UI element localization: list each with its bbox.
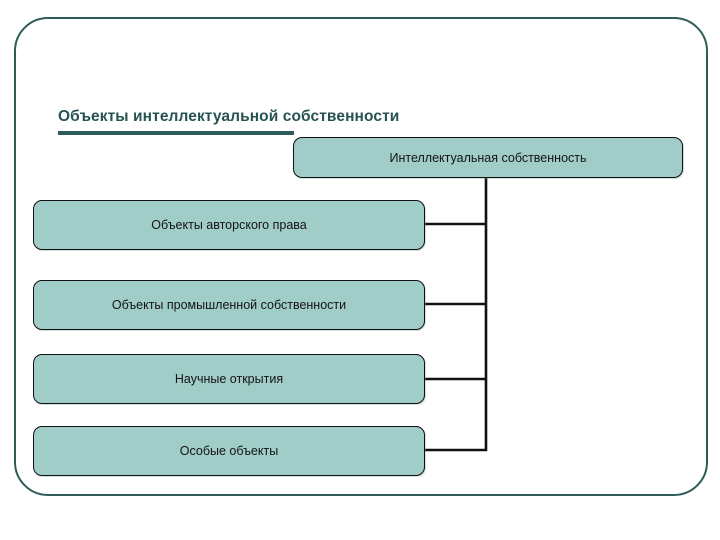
node-root-label: Интеллектуальная собственность bbox=[389, 150, 587, 165]
node-child-copyright-objects[interactable]: Объекты авторского права bbox=[33, 200, 425, 250]
node-child-2-label: Объекты промышленной собственности bbox=[111, 298, 347, 312]
node-child-special-objects[interactable]: Особые объекты bbox=[33, 426, 425, 476]
node-child-industrial-property-objects[interactable]: Объекты промышленной собственности bbox=[33, 280, 425, 330]
node-child-4-label: Особые объекты bbox=[179, 444, 279, 458]
node-root-intellectual-property[interactable]: Интеллектуальная собственность bbox=[293, 137, 683, 178]
node-child-1-label: Объекты авторского права bbox=[151, 218, 307, 232]
page-title: Объекты интеллектуальной собственности bbox=[58, 108, 400, 125]
node-child-3-label: Научные открытия bbox=[174, 372, 284, 386]
node-child-scientific-discoveries[interactable]: Научные открытия bbox=[33, 354, 425, 404]
title-underline-rule bbox=[58, 131, 294, 135]
